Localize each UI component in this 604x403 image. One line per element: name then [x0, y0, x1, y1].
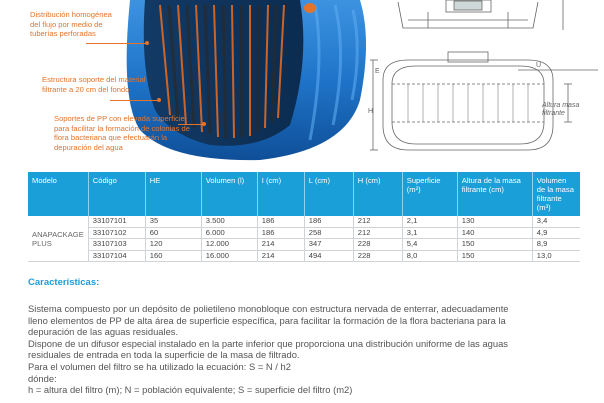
body-line: Para el volumen del filtro se ha utiliza… — [28, 360, 291, 372]
tank-illustration — [126, 0, 367, 161]
annotation-support-dot — [157, 98, 161, 102]
table-cell: 258 — [304, 227, 354, 239]
body-line: depuración de las aguas residuales. — [28, 326, 179, 338]
dim-label-u: U — [536, 62, 542, 69]
dim-label-filter-height: Altura masa filtrante — [542, 102, 580, 117]
dim-label-h: H — [368, 108, 374, 115]
table-cell: 33107102 — [88, 227, 146, 239]
table-cell: 3,4 — [532, 216, 580, 228]
table-cell: 494 — [304, 250, 354, 262]
table-cell: 33107104 — [88, 250, 146, 262]
table-cell: 212 — [353, 216, 403, 228]
table-cell: 4,9 — [532, 227, 580, 239]
table-cell: 140 — [457, 227, 533, 239]
table-cell: 228 — [353, 250, 403, 262]
table-cell: 5,4 — [402, 238, 458, 251]
col-header-filter-height: Altura de la masa filtrante (cm) — [457, 172, 533, 216]
body-line: h = altura del filtro (m); N = población… — [28, 384, 353, 396]
table-cell: 2,1 — [402, 216, 458, 228]
body-line: Dispone de un difusor especial instalado… — [28, 337, 508, 349]
col-header-model: Modelo — [28, 172, 89, 216]
col-header-i: I (cm) — [257, 172, 305, 216]
annotation-distribution-dot — [145, 41, 149, 45]
table-cell: 12.000 — [201, 238, 258, 251]
table-cell: 186 — [304, 216, 354, 228]
table-cell: 150 — [457, 250, 533, 262]
technical-drawing — [370, 0, 598, 151]
annotation-distribution: Distribución homogénea del flujo por med… — [30, 10, 112, 39]
spec-table: Modelo Código HE Volumen (l) I (cm) L (c… — [28, 172, 580, 262]
annotation-pp-dot — [202, 122, 206, 126]
annotation-support-structure: Estructura soporte del material filtrant… — [42, 75, 146, 94]
table-cell: 130 — [457, 216, 533, 228]
table-row: 33107104 160 16.000 214 494 228 8,0 150 … — [28, 250, 580, 262]
col-header-he: HE — [145, 172, 202, 216]
table-cell: 60 — [145, 227, 202, 239]
col-header-code: Código — [88, 172, 146, 216]
section-title: Características: — [28, 277, 100, 288]
table-cell: 8,9 — [532, 238, 580, 251]
table-cell: 13,0 — [532, 250, 580, 262]
annotation-pp-leader — [178, 124, 203, 125]
col-header-h: H (cm) — [353, 172, 403, 216]
annotation-pp-supports: Soportes de PP con elevada superficie pa… — [54, 114, 190, 152]
table-row: ANAPACKAGE PLUS 33107101 35 3.500 186 18… — [28, 216, 580, 262]
dim-label-e: E — [375, 68, 380, 75]
table-cell: 3,1 — [402, 227, 458, 239]
body-line: residuales de entrada en toda la superfi… — [28, 349, 300, 361]
table-cell: 160 — [145, 250, 202, 262]
body-line: lleno elementos de PP de alta área de su… — [28, 314, 506, 326]
col-header-surface: Superficie (m²) — [402, 172, 458, 216]
annotation-distribution-leader — [86, 43, 146, 44]
table-cell: 214 — [257, 238, 305, 251]
table-cell: 347 — [304, 238, 354, 251]
table-row: 33107103 120 12.000 214 347 228 5,4 150 … — [28, 238, 580, 251]
table-cell: 186 — [257, 227, 305, 239]
table-cell: 150 — [457, 238, 533, 251]
body-text: Sistema compuesto por un depósito de pol… — [28, 303, 578, 396]
table-cell: 6.000 — [201, 227, 258, 239]
table-row: 33107102 60 6.000 186 258 212 3,1 140 4,… — [28, 227, 580, 239]
table-cell: 8,0 — [402, 250, 458, 262]
table-cell: 120 — [145, 238, 202, 251]
col-header-volume: Volumen (l) — [201, 172, 258, 216]
body-line: dónde: — [28, 372, 57, 384]
table-cell: 212 — [353, 227, 403, 239]
table-cell: 33107103 — [88, 238, 146, 251]
annotation-support-leader — [110, 100, 158, 101]
body-line: Sistema compuesto por un depósito de pol… — [28, 303, 509, 314]
model-cell: ANAPACKAGE PLUS — [28, 216, 89, 262]
table-cell: 214 — [257, 250, 305, 262]
col-header-filter-volume: Volumen de la masa filtrante (m³) — [532, 172, 580, 216]
table-cell: 35 — [145, 216, 202, 228]
table-header-row: Modelo Código HE Volumen (l) I (cm) L (c… — [28, 172, 580, 216]
table-cell: 228 — [353, 238, 403, 251]
col-header-l: L (cm) — [304, 172, 354, 216]
table-cell: 186 — [257, 216, 305, 228]
table-cell: 16.000 — [201, 250, 258, 262]
table-cell: 3.500 — [201, 216, 258, 228]
table-cell: 33107101 — [88, 216, 146, 228]
